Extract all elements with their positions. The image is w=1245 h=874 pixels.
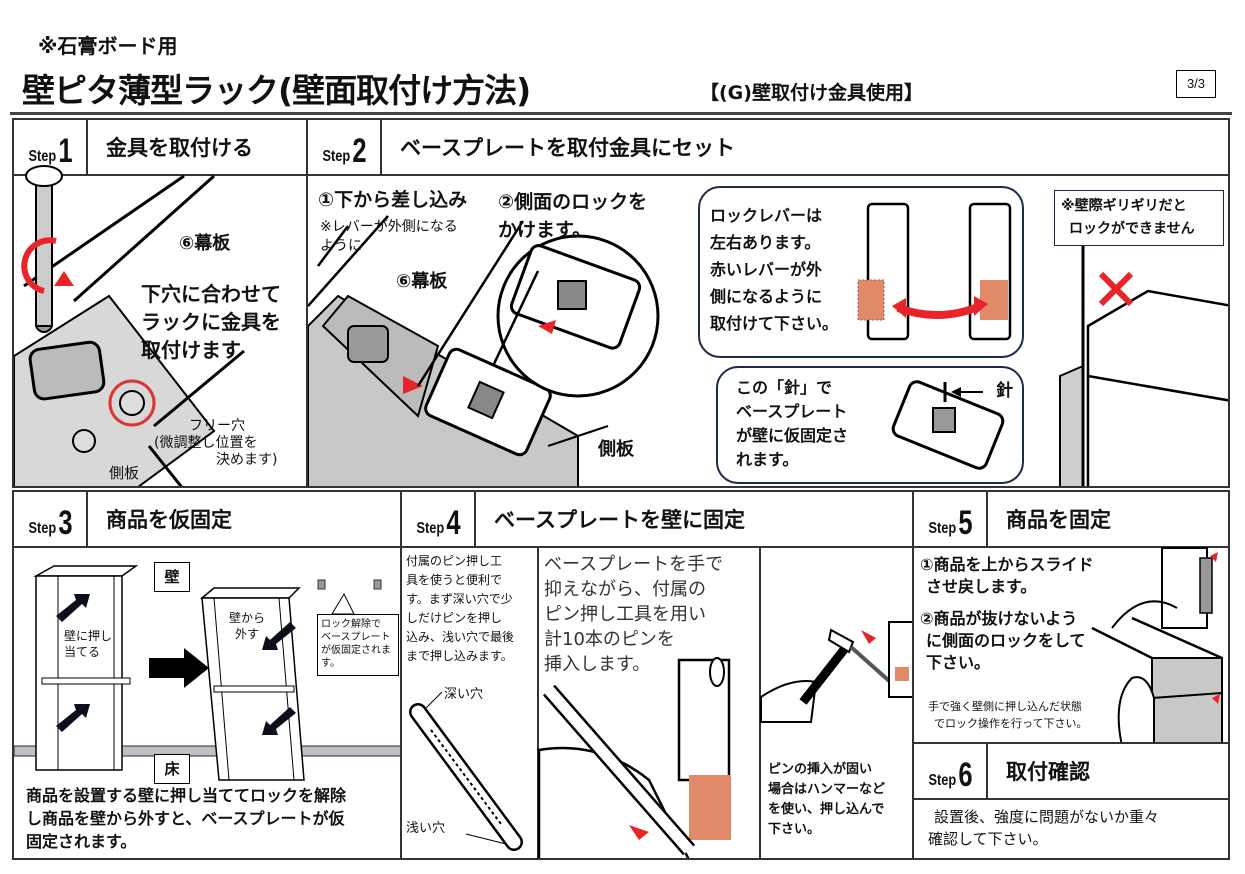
lock-lever-note: ロックレバーは 左右あります。 赤いレバーが外 側になるように 取付けて下さい。 — [710, 206, 839, 333]
hammer-illustration — [760, 621, 912, 723]
top-plate-label: ⑥幕板 — [396, 271, 448, 292]
needle-label: 針 — [996, 381, 1013, 401]
lever-left — [857, 279, 885, 321]
lock-lever-note-box: ロックレバーは 左右あります。 赤いレバーが外 側になるように 取付けて下さい。 — [698, 186, 1024, 358]
step-5-item-1: ①商品を上からスライド させ戻します。 — [920, 555, 1094, 596]
floor-label-box: 床 — [154, 754, 190, 784]
page-subtitle: 【(G)壁取付け金具使用】 — [700, 82, 923, 104]
board-type-note: ※石膏ボード用 — [38, 34, 178, 58]
step-1-title: 金具を取付ける — [106, 136, 253, 160]
push-arrows-icon — [56, 594, 90, 732]
hand-icon — [1117, 676, 1155, 742]
step-1-illustration — [14, 165, 245, 486]
deep-hole-label: 深い穴 — [444, 687, 484, 702]
top-plate-label: ⑥幕板 — [179, 233, 231, 254]
lever-right — [980, 280, 1008, 320]
step-5-item-2: ②商品が抜けないよう に側面のロックをして 下さい。 — [920, 609, 1086, 672]
step-4-title: ベースプレートを壁に固定 — [494, 508, 745, 532]
step-2-title: ベースプレートを取付金具にセット — [400, 136, 735, 160]
step-2-sub2: ②側面のロックを かけます。 — [498, 191, 648, 241]
page-title: 壁ピタ薄型ラック(壁面取付け方法) — [22, 71, 531, 110]
insert-arrow-icon — [403, 376, 423, 394]
step-2-sub1: ①下から差し込み — [318, 189, 468, 211]
pin-insert-instruction: ベースプレートを手で 抑えながら、付属の ピン押し工具を用い 計10本のピンを … — [544, 554, 724, 675]
hammer-icon — [799, 644, 850, 705]
step-5-illustration — [1091, 547, 1223, 742]
cross-mark-icon — [1098, 271, 1134, 307]
step-6-title: 取付確認 — [1006, 760, 1090, 784]
step-3-illustration — [14, 565, 400, 781]
lock-release-callout: ロック解除で ベースプレート が仮固定されま す。 — [317, 614, 399, 676]
side-plate-label: 側板 — [109, 464, 140, 482]
push-direction-arrow-icon — [629, 825, 649, 840]
rack-against-wall — [33, 565, 139, 771]
pin-push-tool-icon — [409, 691, 523, 851]
remove-label: 壁から 外す — [229, 611, 266, 641]
side-plate-label: 側板 — [598, 439, 634, 460]
step-3-description: 商品を設置する壁に押し当ててロックを解除 し商品を壁から外すと、ベースプレートが… — [26, 786, 347, 851]
step-2-sub1-note: ※レバーが外側になる ように — [320, 219, 458, 254]
lock-lever-diagram — [857, 202, 1012, 341]
shallow-hole-label: 浅い穴 — [406, 821, 446, 836]
step-5-small-note: 手で強く壁側に押し込んだ状態 でロック操作を行って下さい。 — [928, 700, 1088, 730]
step-1-instruction: 下穴に合わせて ラックに金具を 取付けます — [141, 282, 281, 362]
rack-removed — [199, 587, 305, 781]
swap-arrow-icon — [896, 302, 982, 319]
step-5-title: 商品を固定 — [1006, 508, 1111, 532]
screwdriver-icon — [35, 175, 53, 327]
base-plate-left — [317, 579, 326, 590]
step-3-title: 商品を仮固定 — [106, 508, 232, 532]
free-hole-label: フリー穴 (微調整し位置を 決めます) — [154, 418, 278, 468]
needle-note: この「針」で ベースプレート が壁に仮固定さ れます。 — [736, 378, 849, 469]
floor-line — [14, 745, 400, 757]
step-2-illustration — [308, 215, 1228, 486]
rotate-arrow-icon — [21, 237, 57, 294]
base-plate-right — [373, 579, 382, 590]
hand-icon — [1111, 600, 1178, 629]
page-number: 3/3 — [1176, 70, 1216, 98]
wall-warning-callout: ※壁際ギリギリだと ロックができません — [1054, 190, 1224, 246]
needle-note-box: この「針」で ベースプレート が壁に仮固定さ れます。 針 — [716, 366, 1024, 484]
tool-usage-note: 付属のピン押し工 具を使うと便利で す。まず深い穴で少 しだけピンを押し 込み、… — [406, 554, 515, 663]
hammer-note: ピンの挿入が固い 場合はハンマーなど を使い、押し込んで 下さい。 — [768, 762, 886, 837]
pin-insert-illustration — [537, 657, 731, 858]
step-4-divider-1 — [537, 548, 539, 858]
push-label: 壁に押し 当てる — [64, 629, 113, 659]
needle-diagram — [891, 380, 1005, 470]
remove-arrows-icon — [262, 622, 296, 735]
lock-lever — [689, 775, 731, 840]
title-divider — [10, 112, 1232, 115]
free-hole-highlight — [108, 379, 156, 427]
wall-label-box: 壁 — [154, 562, 190, 592]
next-arrow-icon — [149, 648, 209, 688]
step-6-description: 設置後、強度に問題がないか重々 確認して下さい。 — [928, 808, 1160, 848]
